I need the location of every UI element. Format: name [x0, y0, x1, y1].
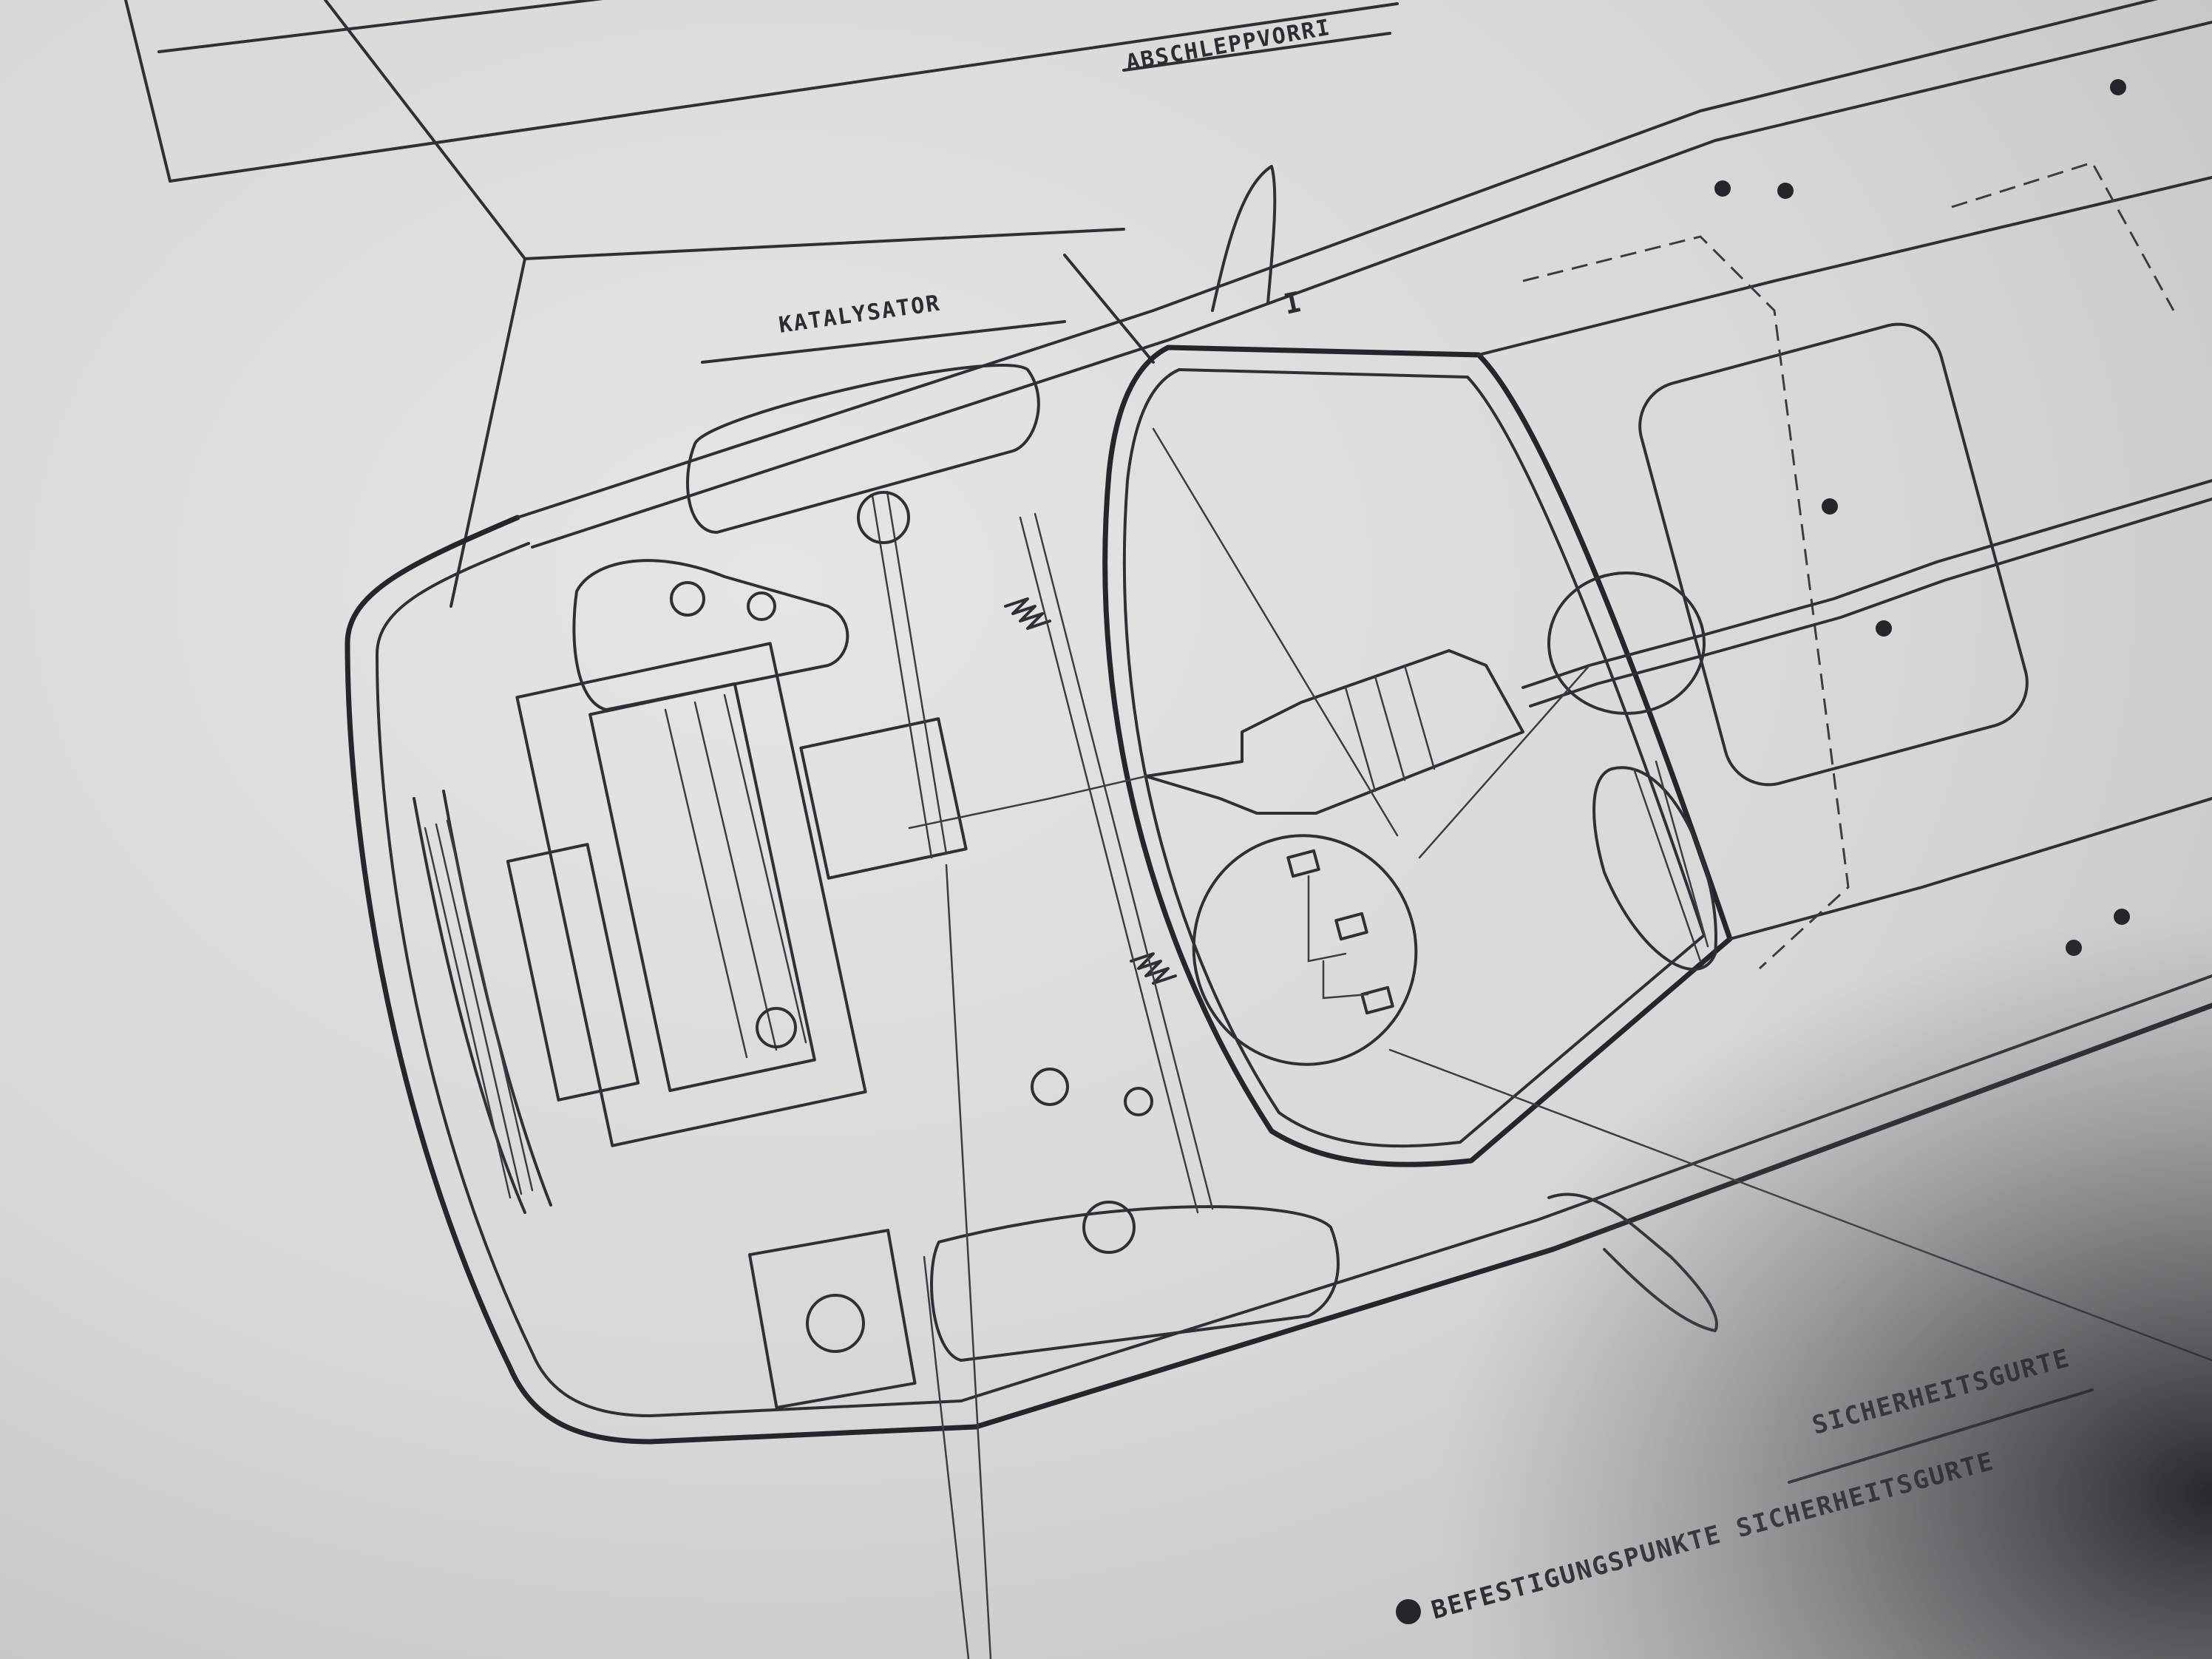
- legend-text: BEFESTIGUNGSPUNKTE SICHERHEITSGURTE: [1428, 1447, 1998, 1626]
- legend: BEFESTIGUNGSPUNKTE SICHERHEITSGURTE: [1396, 1447, 1998, 1626]
- seatbelt-label-upper: SICHERHEITSGURTE: [1809, 1343, 2074, 1441]
- leader-lines: [923, 427, 2212, 1659]
- pillar-stubs: [1211, 165, 1718, 1332]
- car-body-outline: [345, 0, 2212, 1445]
- title-frame: [124, 0, 1399, 608]
- rear-floor: [1477, 161, 2212, 970]
- front-suspension: [686, 364, 1340, 1409]
- legend-marker-dot: [1396, 1599, 1421, 1624]
- strut-springs: [857, 490, 1214, 1254]
- front-grille: [424, 819, 534, 1199]
- towing-label: ABSCHLEPPVORRI: [1124, 15, 1333, 76]
- cabin-cell: [1102, 345, 1733, 1167]
- engine-assembly: [506, 559, 1153, 1147]
- catalyst-label: KATALYSATOR: [777, 291, 942, 339]
